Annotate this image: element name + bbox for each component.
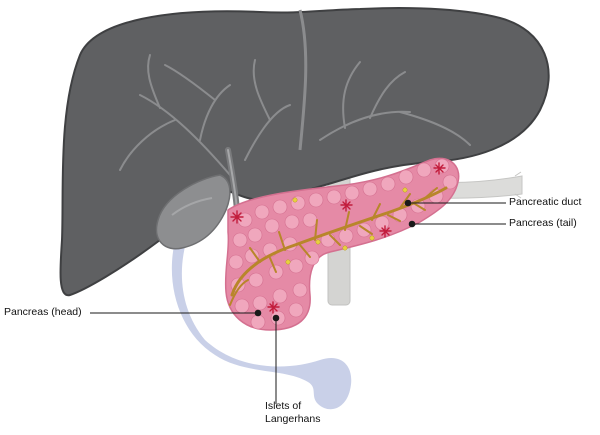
islet-markers-red xyxy=(230,162,446,314)
pancreas-head-label: Pancreas (head) xyxy=(4,306,82,318)
leader-lines xyxy=(90,199,506,404)
pancreas-lobules xyxy=(228,158,458,330)
pancreatic-duct-label: Pancreatic duct xyxy=(509,196,582,208)
islets-of-langerhans-label: Islets of Langerhans xyxy=(265,400,321,425)
pancreas xyxy=(224,157,460,331)
pancreas-tail-label: Pancreas (tail) xyxy=(509,217,577,229)
gallbladder xyxy=(155,174,231,250)
islet-markers-yellow xyxy=(285,187,408,265)
pancreatic-duct-network xyxy=(229,186,448,306)
liver xyxy=(59,7,550,297)
